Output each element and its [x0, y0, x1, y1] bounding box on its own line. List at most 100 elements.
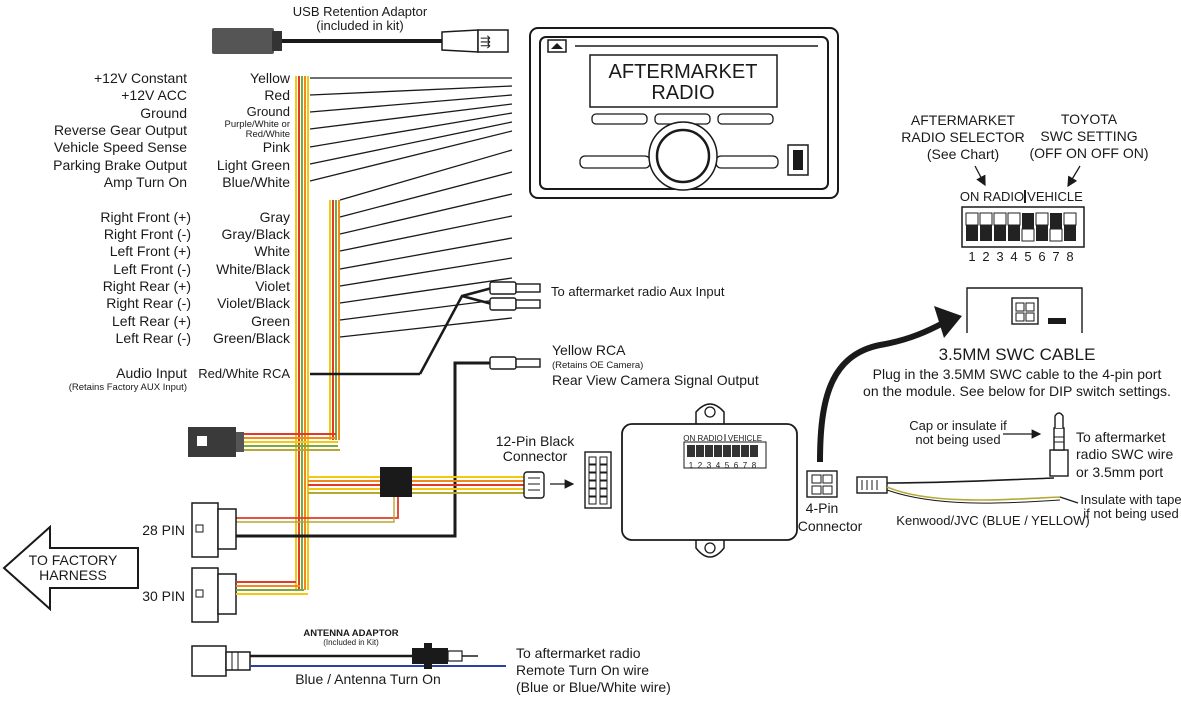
audio-input-label: Audio Input — [116, 365, 187, 381]
cap-line1: Cap or insulate if — [909, 418, 1007, 433]
wire-color-label: Yellow — [250, 70, 291, 86]
selector-line1: AFTERMARKET — [911, 112, 1016, 128]
rca-plug-2-tip — [515, 299, 541, 309]
radio-usb-port-inner — [793, 150, 803, 170]
speaker-label: Right Front (-) — [104, 226, 191, 242]
function-label: Amp Turn On — [104, 174, 187, 190]
aux-rca-wire — [418, 286, 493, 375]
radio-display — [589, 54, 778, 108]
jack-sleeve — [1053, 427, 1065, 451]
usb-plug-body — [212, 28, 274, 54]
yellow-rca: Yellow RCA (Retains OE Camera) Rear View… — [212, 342, 759, 538]
connector-28pin: 28 PIN — [142, 502, 237, 558]
module-side-view — [966, 287, 1083, 333]
c28-collar — [217, 508, 237, 550]
cap-line2: not being used — [915, 432, 1000, 447]
speaker-color-label: White/Black — [216, 261, 291, 277]
yellow-rca-plug — [489, 356, 517, 370]
audio-input-sub: (Retains Factory AUX Input) — [69, 382, 187, 393]
insulate-line2: if not being used — [1083, 506, 1178, 521]
selector-line3: (See Chart) — [927, 146, 999, 162]
wire-bundle — [295, 76, 513, 590]
speaker-color-label: Gray — [260, 209, 290, 225]
harness-connector-small — [188, 427, 340, 457]
module-dip-number: 3 — [707, 461, 712, 470]
speaker-function-labels: Right Front (+) Right Front (-) Left Fro… — [100, 209, 191, 346]
radio-label-line2: RADIO — [651, 82, 714, 104]
function-label: +12V Constant — [94, 70, 187, 86]
aux-label: To aftermarket radio Aux Input — [551, 284, 725, 299]
twelve-pin-label-2: Connector — [503, 448, 568, 464]
toyota-line2: SWC SETTING — [1040, 128, 1137, 144]
radio-button-3 — [717, 113, 774, 125]
aux-rca-plugs: To aftermarket radio Aux Input — [489, 281, 725, 311]
radio-button-1 — [591, 113, 648, 125]
speaker-color-label: Gray/Black — [222, 226, 291, 242]
antenna-title: ANTENNA ADAPTOR — [303, 628, 398, 639]
camera-wire — [212, 361, 490, 538]
wire-color-label: Pink — [263, 139, 291, 155]
dip-large-number: 2 — [982, 249, 989, 264]
four-pin-connector: 4-Pin Connector — [798, 470, 863, 534]
dip-switch-large: AFTERMARKET RADIO SELECTOR (See Chart) T… — [901, 111, 1148, 264]
function-label: +12V ACC — [121, 87, 187, 103]
function-label: Ground — [140, 105, 187, 121]
dip-large-number: 3 — [996, 249, 1003, 264]
speaker-color-label: Violet/Black — [217, 295, 291, 311]
rca-plug-1 — [489, 281, 517, 295]
module-dip-number: 1 — [689, 461, 694, 470]
module-dip-left: ON RADIO — [683, 434, 723, 443]
swc-wire-black-2 — [886, 489, 1061, 504]
dip-large-right: VEHICLE — [1027, 189, 1083, 204]
audio-input-color: Red/White RCA — [198, 366, 290, 381]
rca-plug-2 — [489, 297, 517, 311]
dip-large-number-row: 1 2 3 4 5 6 7 8 — [968, 249, 1073, 264]
wire-color-label: Red — [264, 87, 290, 103]
four-pin-label-2: Connector — [798, 518, 863, 534]
small-connector-tab — [197, 436, 207, 446]
to-radio-swc-3: or 3.5mm port — [1076, 464, 1163, 480]
dip-large-keys — [965, 212, 1077, 242]
yellow-rca-sub: (Retains OE Camera) — [552, 360, 643, 371]
antenna-body — [191, 645, 227, 677]
speaker-label: Right Rear (-) — [106, 295, 191, 311]
function-label: Parking Brake Output — [53, 157, 187, 173]
small-connector-neck — [236, 432, 244, 452]
function-labels-top: +12V Constant +12V ACC Ground Reverse Ge… — [53, 70, 187, 190]
dip-large-number: 7 — [1052, 249, 1059, 264]
module-dip-number: 2 — [698, 461, 703, 470]
jack-plug — [1003, 412, 1069, 477]
dip-large-number: 8 — [1066, 249, 1073, 264]
four-pin-label-1: 4-Pin — [806, 500, 839, 516]
usb-plug-collar — [272, 31, 282, 51]
speaker-color-label: Violet — [255, 278, 290, 294]
antenna-sub: (Included in Kit) — [323, 638, 379, 647]
module-dip-number: 6 — [734, 461, 739, 470]
label-28pin: 28 PIN — [142, 522, 185, 538]
swc-desc-1: Plug in the 3.5MM SWC cable to the 4-pin… — [873, 366, 1162, 382]
swc-wire-black — [886, 477, 1055, 484]
swc-wire-olive — [886, 486, 1061, 501]
speaker-color-labels: Gray Gray/Black White White/Black Violet… — [213, 209, 291, 346]
speaker-label: Left Front (+) — [110, 243, 191, 259]
jack-body — [1049, 449, 1069, 477]
module-dip-number: 5 — [725, 461, 730, 470]
speaker-label: Right Rear (+) — [103, 278, 191, 294]
module-dip-number: 8 — [752, 461, 757, 470]
wire-color-label: Purple/White or — [225, 119, 290, 130]
remote-line2: Remote Turn On wire — [516, 662, 649, 678]
aftermarket-radio: AFTERMARKET RADIO — [529, 27, 839, 199]
eject-icon — [551, 43, 563, 49]
twelve-pin-plug — [523, 471, 545, 499]
dip-large-number: 1 — [968, 249, 975, 264]
insulate-line1: Insulate with tape — [1080, 492, 1181, 507]
module-dip-number-row: 1 2 3 4 5 6 7 8 — [689, 461, 757, 470]
swc-title: 3.5MM SWC CABLE — [939, 345, 1096, 364]
audio-input: Audio Input (Retains Factory AUX Input) … — [69, 286, 493, 393]
c30-collar — [217, 573, 237, 615]
module-side-usb — [1048, 318, 1066, 324]
radio-button-5 — [715, 155, 779, 169]
olive-wire-to-28pin — [236, 497, 395, 523]
to-radio-swc-2: radio SWC wire — [1076, 446, 1173, 462]
radio-button-4 — [579, 155, 651, 169]
